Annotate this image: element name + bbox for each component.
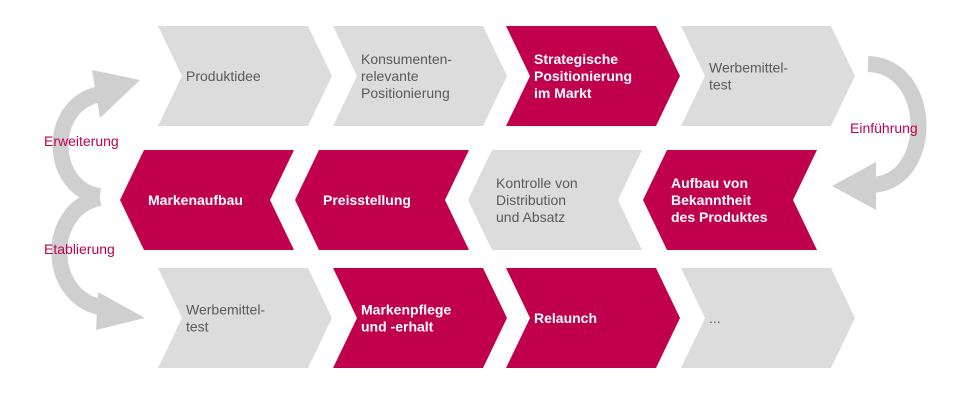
process-step-2-2 — [295, 150, 469, 250]
curve-arrow-right — [867, 56, 927, 193]
process-step-1-3 — [506, 26, 680, 126]
process-step-label: Werbemittel-test — [709, 60, 788, 93]
process-step-1-2 — [333, 26, 507, 126]
process-step-label: ... — [709, 310, 721, 326]
process-step-label: Produktidee — [186, 68, 261, 84]
process-step-1-4 — [681, 26, 855, 126]
process-step-2-4 — [643, 150, 817, 250]
process-step-label: Relaunch — [534, 310, 597, 326]
label-einfuehrung: Einführung — [850, 120, 918, 136]
curve-arrow-right-head — [832, 162, 876, 210]
process-step-3-1 — [158, 268, 332, 368]
process-step-3-3 — [506, 268, 680, 368]
curve-arrow-left-upper — [52, 86, 103, 204]
label-etablierung: Etablierung — [44, 241, 115, 257]
process-step-label: Werbemittel-test — [186, 302, 265, 335]
label-erweiterung: Erweiterung — [44, 133, 119, 149]
curve-arrow-left-lower-head — [96, 292, 145, 330]
process-step-3-4 — [681, 268, 855, 368]
process-step-2-1 — [120, 150, 294, 250]
connector-arrows — [51, 56, 927, 330]
process-step-label: Preisstellung — [323, 192, 411, 208]
process-step-label: Markenaufbau — [148, 192, 243, 208]
process-step-2-3 — [468, 150, 642, 250]
curve-arrow-left-lower — [51, 190, 107, 316]
process-step-1-1 — [158, 26, 332, 126]
curve-arrow-left-upper-head — [92, 70, 140, 118]
process-step-3-2 — [333, 268, 507, 368]
